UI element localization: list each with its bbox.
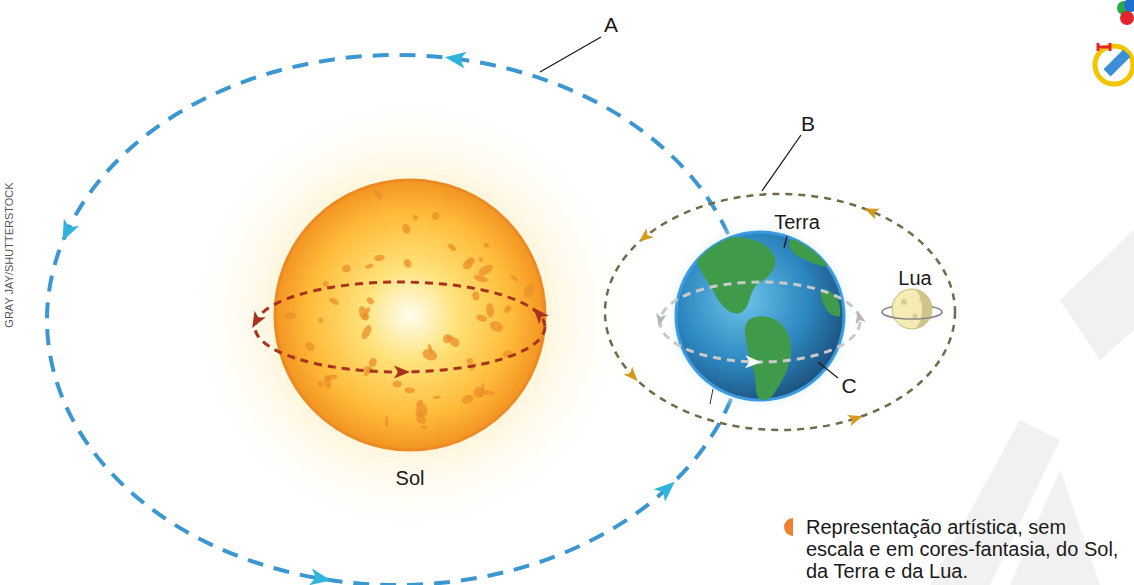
earth-glow [664,220,856,412]
arrowhead [62,219,79,241]
sun-spot [328,297,340,307]
sun-spot [471,385,486,400]
sun-spot [404,387,415,393]
sun-spot [485,303,494,318]
arrowheads [62,52,880,585]
leader-lines [540,37,838,378]
arrowhead [624,367,638,382]
axis-mark [710,389,713,404]
sun-spot [318,317,324,323]
arrowhead [656,313,666,327]
sun-spot [385,415,389,427]
sun-spot [363,365,375,374]
sun-spot [488,319,505,334]
arrowhead [252,311,266,328]
arrowhead [856,311,866,325]
sun-spot [479,257,484,262]
sun-spot [374,254,386,262]
sun-spot [433,395,441,399]
sun-spot [522,283,536,300]
sun-spot [421,425,428,430]
arrowhead [864,208,880,219]
earth [676,232,844,400]
icons [1095,0,1134,84]
sun [275,180,545,450]
sun-spot [448,336,461,349]
sun-glow [180,85,640,545]
star-name: Sol [396,467,425,489]
sun-spot [460,393,475,406]
continents [697,237,842,400]
moon-name: Lua [898,267,931,289]
sun-spot [363,306,371,316]
arrowhead [847,415,862,426]
sun-spot [303,340,316,353]
orbit-letter: C [841,374,856,397]
arrowhead [394,366,410,379]
sun-spot [431,211,441,221]
planet-name: Terra [774,211,820,233]
moon-shade [912,289,932,329]
sun-spot [475,313,487,322]
caption-marker [784,518,793,536]
sun-rotation [255,282,545,372]
orbit-letter: B [801,112,815,135]
sun-spot [466,358,473,365]
moon-rotation-front [882,312,942,319]
arrowhead [639,228,654,242]
sun-spot [414,401,429,418]
sun-spot [317,380,324,387]
sun-spots [284,188,536,429]
sun-spot [461,258,474,271]
sun-spot [360,323,374,340]
sun-spot [473,274,489,284]
sun-spot [483,243,489,248]
caption: Representação artística, sem escala e em… [806,516,1128,582]
arrowhead [745,355,761,368]
sun-spot [427,343,434,355]
sun-spot [503,304,512,314]
arrowhead [534,308,549,324]
sun-spot [365,296,375,306]
sun-spot [413,215,419,221]
arrowhead [309,569,331,585]
sun-spot [393,381,402,388]
sun-spot [510,274,519,282]
sun-spot [401,222,412,234]
sun-spot [403,258,413,269]
sun-spot [323,375,332,389]
earth-rotation [660,282,860,362]
earth-orbit [47,55,747,585]
sun-spot [284,312,297,320]
moon-orbit [605,194,955,430]
orbit-letter: A [604,13,618,36]
moon-craters [901,298,923,319]
sun-spot [472,291,481,301]
arrowhead [445,52,467,69]
sun-spot [365,263,374,269]
sun-spot [447,242,457,252]
photo-credit: GRAY JAY/SHUTTERSTOCK [3,182,15,327]
sun-spot [373,188,384,201]
moon [892,289,932,329]
sun-spot [341,264,351,273]
arrowhead [654,482,675,502]
